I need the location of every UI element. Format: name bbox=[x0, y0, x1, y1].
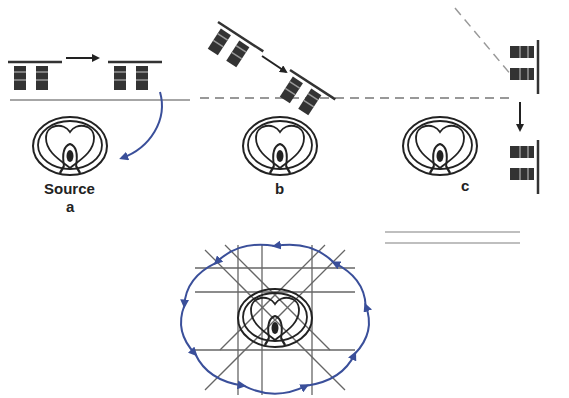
rotation-arrow bbox=[355, 306, 369, 355]
rotation-arrow bbox=[216, 245, 275, 263]
rotation-arrow bbox=[195, 354, 243, 386]
rotation-arrow bbox=[307, 354, 355, 386]
panel-letter: a bbox=[66, 199, 74, 214]
panel-letter: b bbox=[275, 181, 284, 196]
rotation-arrow bbox=[181, 306, 195, 355]
rotation-arrow bbox=[244, 386, 307, 394]
panel-letter: c bbox=[461, 178, 469, 193]
rotation-arrow bbox=[275, 245, 334, 263]
rotation-arrow bbox=[334, 263, 366, 306]
rotation-arrow bbox=[184, 263, 216, 306]
source-label: Source bbox=[44, 181, 95, 196]
